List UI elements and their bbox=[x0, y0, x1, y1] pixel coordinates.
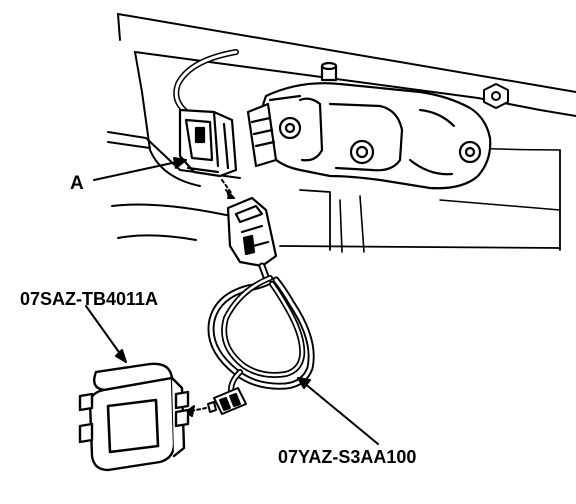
tool-box bbox=[78, 362, 190, 472]
harness-plug bbox=[226, 196, 278, 268]
label-connector-a: A bbox=[70, 173, 84, 194]
harness-cable bbox=[207, 262, 315, 399]
connector-a bbox=[173, 49, 239, 178]
sensor-bracket bbox=[246, 61, 492, 190]
label-harness-part-number: 07YAZ-S3AA100 bbox=[278, 447, 417, 467]
link-arrow-a bbox=[221, 179, 235, 199]
label-tool-box-part-number: 07SAZ-TB4011A bbox=[20, 289, 159, 309]
leader-lines bbox=[85, 157, 379, 445]
box-plug bbox=[207, 387, 247, 415]
bolt bbox=[483, 83, 509, 109]
body-panels bbox=[107, 13, 576, 253]
